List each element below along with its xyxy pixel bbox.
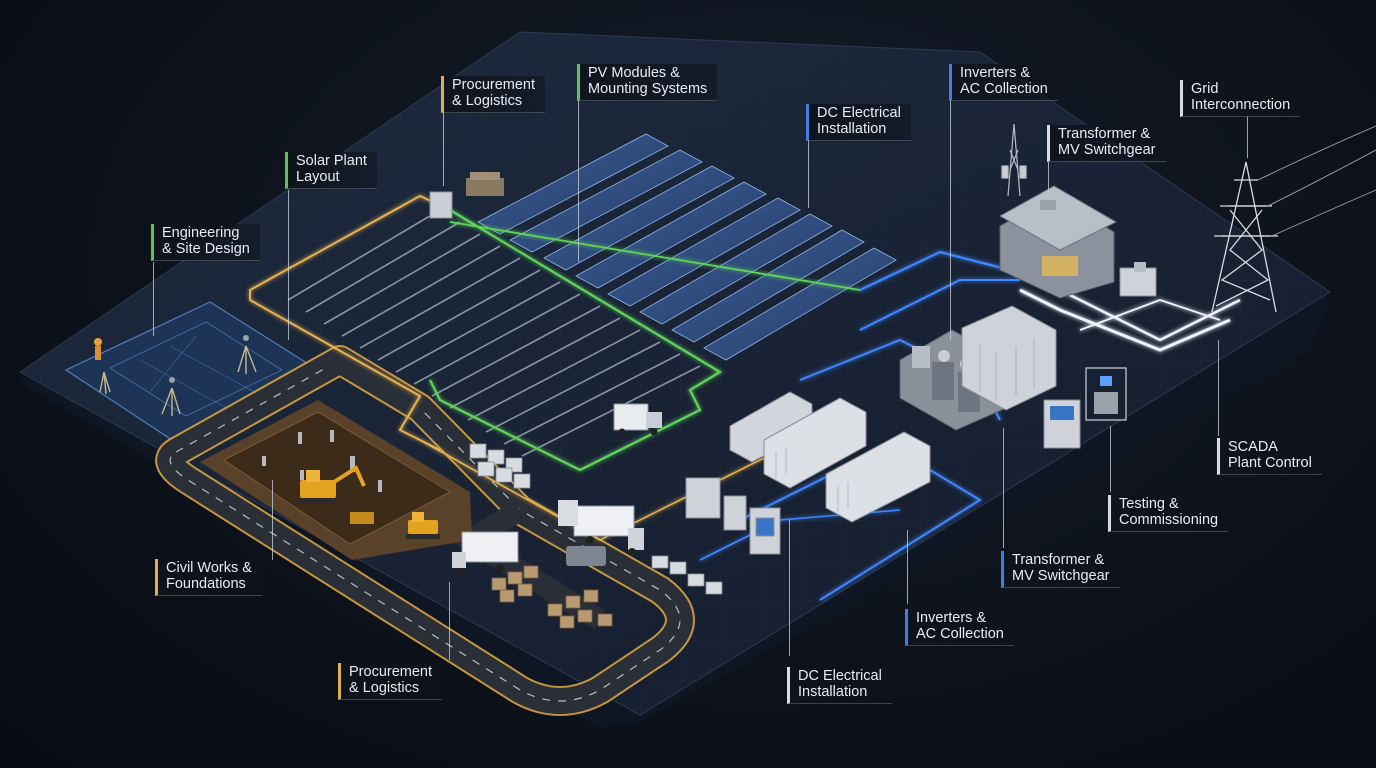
callout-line-1: Civil Works & [166, 560, 252, 576]
leader-procurement-bottom [449, 582, 450, 660]
scada-console-icon [1043, 367, 1127, 449]
leader-inverters-bottom [907, 530, 908, 604]
leader-grid [1247, 116, 1248, 158]
callout-line-1: PV Modules & [588, 65, 680, 81]
callout-dc-electrical-top: DC Electrical Installation [806, 104, 911, 141]
callout-line-2: MV Switchgear [1012, 568, 1110, 584]
truck-icon [613, 403, 662, 436]
callout-dc-electrical-bottom: DC Electrical Installation [787, 667, 892, 704]
callout-line-2: AC Collection [916, 626, 1004, 642]
callout-line-1: Grid [1191, 81, 1219, 97]
leader-civil [272, 480, 273, 560]
telecom-tower-icon [1001, 123, 1027, 197]
callout-scada-plant-control: SCADA Plant Control [1217, 438, 1322, 475]
callout-line-1: Transformer & [1012, 552, 1105, 568]
combiner-box-icon [429, 172, 504, 219]
callout-inverters-ac-top: Inverters & AC Collection [949, 64, 1058, 101]
excavator-icon [298, 465, 440, 539]
callout-line-1: Procurement [349, 664, 433, 680]
callout-line-2: Plant Control [1228, 455, 1312, 471]
callout-solar-plant-layout: Solar Plant Layout [285, 152, 377, 189]
callout-procurement-logistics-bottom: Procurement & Logistics [338, 663, 443, 700]
inverter-cabinets [685, 477, 781, 555]
callout-transformer-mv-bottom: Transformer & MV Switchgear [1001, 551, 1120, 588]
pv-module-rows [477, 133, 897, 361]
callout-line-1: SCADA [1228, 439, 1278, 455]
callout-line-2: AC Collection [960, 81, 1048, 97]
substation-icon [998, 185, 1157, 299]
leader-engineering [153, 262, 154, 336]
leader-scada [1218, 340, 1219, 436]
leader-dc-bottom [789, 520, 790, 656]
callout-line-2: Installation [817, 121, 887, 137]
leader-pv-modules [578, 100, 579, 262]
leader-testing [1110, 426, 1111, 492]
callout-line-2: MV Switchgear [1058, 142, 1156, 158]
callout-civil-works-foundations: Civil Works & Foundations [155, 559, 262, 596]
callout-testing-commissioning: Testing & Commissioning [1108, 495, 1229, 532]
leader-inverters-top [950, 100, 951, 340]
leader-transformer-top [1048, 162, 1049, 192]
callout-pv-modules-mounting: PV Modules & Mounting Systems [577, 64, 718, 101]
callout-grid-interconnection: Grid Interconnection [1180, 80, 1301, 117]
callout-line-1: Solar Plant [296, 153, 367, 169]
civil-works-pit [200, 400, 472, 560]
callout-transformer-mv-top: Transformer & MV Switchgear [1047, 125, 1166, 162]
leader-layout [288, 190, 289, 340]
callout-line-2: Interconnection [1191, 97, 1291, 113]
callout-line-2: & Site Design [162, 241, 250, 257]
callout-procurement-logistics-top: Procurement & Logistics [441, 76, 546, 113]
callout-line-1: DC Electrical [817, 105, 901, 121]
callout-line-2: Installation [798, 684, 868, 700]
callout-engineering-site-design: Engineering & Site Design [151, 224, 260, 261]
callout-line-1: DC Electrical [798, 668, 882, 684]
transformer-switchgear [899, 305, 1057, 431]
site-road [155, 345, 695, 716]
callout-line-2: Layout [296, 169, 340, 185]
leader-procurement-top [443, 112, 444, 186]
callout-line-2: Commissioning [1119, 512, 1219, 528]
callout-line-2: & Logistics [452, 93, 523, 109]
callout-line-1: Engineering [162, 225, 240, 241]
leader-transformer-bottom [1003, 428, 1004, 548]
callout-line-2: & Logistics [349, 680, 420, 696]
material-pallets [469, 443, 723, 595]
callout-line-1: Procurement [452, 77, 536, 93]
truck-icon [452, 500, 644, 576]
callout-line-2: Foundations [166, 576, 246, 592]
callout-line-2: Mounting Systems [588, 81, 708, 97]
surveyor-icon [99, 345, 257, 416]
callout-line-1: Inverters & [960, 65, 1031, 81]
wooden-crates [491, 565, 613, 629]
callout-line-1: Testing & [1119, 496, 1179, 512]
callout-line-1: Transformer & [1058, 126, 1151, 142]
callout-inverters-ac-bottom: Inverters & AC Collection [905, 609, 1014, 646]
callout-line-1: Inverters & [916, 610, 987, 626]
container-icon [729, 391, 931, 523]
leader-dc-top [808, 140, 809, 208]
transmission-tower-icon [1211, 125, 1376, 313]
mounting-structures [287, 209, 701, 457]
